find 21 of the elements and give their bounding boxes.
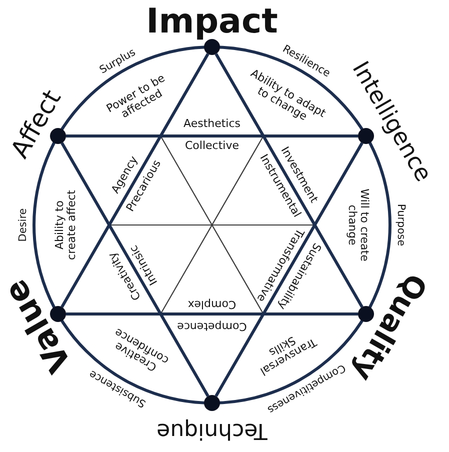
star-line	[66, 312, 358, 316]
arc-label: Purpose	[394, 204, 406, 246]
arc-label: Desire	[18, 208, 30, 242]
star-line	[214, 142, 364, 397]
vertex-dot	[358, 128, 374, 144]
segment-label: Competence	[177, 320, 247, 332]
vertex-dot	[204, 39, 220, 55]
region-label: Will to create change	[346, 188, 370, 264]
vertex-dot	[204, 395, 220, 411]
vertex-label: Technique	[156, 418, 268, 442]
segment-label: Aesthetics	[183, 118, 241, 130]
segment-label: Collective	[185, 140, 239, 152]
region-label: Ability to create affect	[54, 189, 78, 262]
star-line	[60, 142, 210, 397]
vertex-dot	[50, 306, 66, 322]
star-line	[66, 134, 358, 138]
vertex-dot	[358, 306, 374, 322]
star-line	[60, 53, 210, 308]
star-line	[214, 53, 364, 308]
vertex-label: Impact	[146, 3, 278, 41]
segment-label: Complex	[188, 298, 236, 310]
